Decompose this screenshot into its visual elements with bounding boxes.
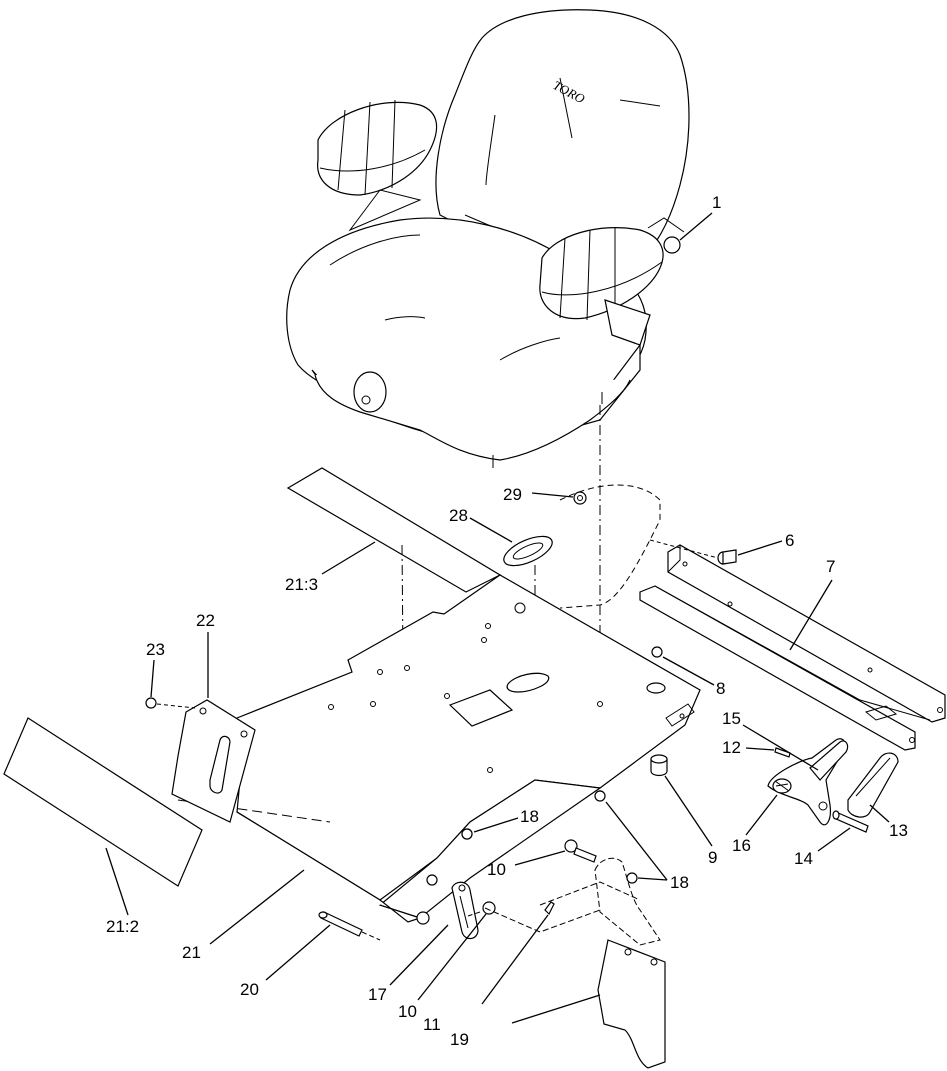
callout-8: 8 [716, 679, 725, 698]
seat-pad-21-2: 21:2 [3, 717, 203, 936]
link-17: 17 [368, 881, 479, 1004]
seat-plate-21: 21 [182, 574, 701, 962]
callout-21-3: 21:3 [285, 575, 318, 594]
nut-18-lower: 18 [594, 790, 689, 892]
callout-10-lower: 10 [398, 1002, 417, 1021]
seat: TORO 1 [286, 9, 721, 468]
bolt-10-upper: 10 [487, 839, 597, 879]
callout-17: 17 [368, 985, 387, 1004]
nut-8: 8 [651, 646, 725, 698]
callout-19: 19 [450, 1030, 469, 1049]
callout-9: 9 [708, 848, 717, 867]
grip-13: 13 [847, 752, 908, 840]
callout-18-lower: 18 [670, 873, 689, 892]
bracket-22: 22 [171, 611, 256, 823]
spring-16: 16 [732, 778, 792, 855]
bumper-9: 9 [650, 754, 717, 867]
grommet-28: 28 [449, 506, 553, 567]
callout-13: 13 [889, 821, 908, 840]
callout-10-upper: 10 [487, 860, 506, 879]
pin-20: 20 [240, 911, 381, 999]
callout-6: 6 [785, 531, 794, 550]
callout-16: 16 [732, 836, 751, 855]
callout-11: 11 [423, 1015, 441, 1034]
nut-18-upper: 18 [461, 807, 539, 840]
nut-29: 29 [503, 485, 587, 505]
cover-plate-19: 19 [450, 939, 666, 1069]
callout-20: 20 [240, 980, 259, 999]
callout-15: 15 [722, 709, 741, 728]
callout-23: 23 [146, 640, 165, 659]
bolt-10-lower: 10 [398, 901, 496, 1021]
callout-14: 14 [794, 849, 813, 868]
spring-pin-12: 12 [722, 738, 791, 758]
rail-7: 7 [639, 544, 946, 751]
callout-1: 1 [712, 193, 721, 212]
screw-23: 23 [145, 640, 196, 709]
callout-22: 22 [196, 611, 215, 630]
lever-15: 15 [722, 709, 849, 826]
latch-assembly: 11 [423, 857, 661, 1034]
callout-18-upper: 18 [520, 807, 539, 826]
seat-pad-21-3: 21:3 [285, 467, 502, 594]
callout-7: 7 [826, 557, 835, 576]
callout-21: 21 [182, 943, 201, 962]
callout-21-2: 21:2 [106, 917, 139, 936]
callout-28: 28 [449, 506, 468, 525]
pin-6: 6 [649, 531, 794, 565]
callout-29: 29 [503, 485, 522, 504]
pin-14: 14 [794, 810, 869, 868]
callout-12: 12 [722, 738, 741, 757]
